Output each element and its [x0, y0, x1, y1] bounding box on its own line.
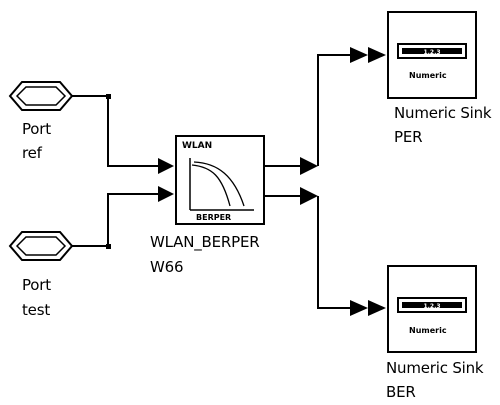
port-ref-symbol-inner — [15, 86, 67, 106]
wlan-block-name: WLAN_BERPER — [150, 233, 259, 252]
sink-per-instance: PER — [394, 128, 422, 146]
wlan-block-footer: BERPER — [196, 213, 231, 222]
wire-out-per-arrow-2 — [350, 47, 368, 63]
sink-ber-name: Numeric Sink — [386, 359, 484, 377]
wire-out-ber-arrow-2 — [350, 300, 368, 316]
wire-ref-path — [72, 95, 162, 167]
port-ref-label-line2: ref — [22, 144, 43, 162]
wire-out-per-arrow-3 — [368, 47, 386, 63]
wire-out-per-path — [317, 54, 356, 166]
sink-per-name: Numeric Sink — [394, 104, 492, 122]
port-test-symbol[interactable] — [8, 231, 74, 261]
wire-test-node — [106, 244, 111, 249]
sink-per-display-fill — [402, 48, 462, 54]
port-test-label-line1: Port — [22, 276, 51, 294]
sink-ber-display-value: 1.2.3 — [423, 303, 440, 310]
wire-out-ber-arrow-3 — [368, 300, 386, 316]
wlan-block-header: WLAN — [182, 141, 212, 151]
ber-curve-icon — [189, 158, 254, 211]
wire-out-ber — [264, 187, 386, 316]
wire-test-arrow — [158, 186, 174, 202]
sink-ber-type-label: Numeric — [409, 326, 447, 335]
wire-out-per — [264, 47, 386, 175]
wire-ref-arrow — [158, 158, 174, 174]
port-ref-label-line1: Port — [22, 120, 51, 138]
sink-ber-display-fill — [402, 302, 462, 308]
wire-ref-node — [106, 94, 111, 99]
wire-out-ber-path — [317, 196, 356, 309]
port-test-label-line2: test — [22, 301, 50, 319]
wlan-berper-block[interactable]: WLAN BERPER WLAN_BERPER W66 — [150, 135, 265, 276]
wire-test — [72, 186, 174, 249]
wire-out-per-arrow — [300, 157, 318, 175]
port-test[interactable]: Port test — [8, 231, 74, 319]
port-ref[interactable]: Port ref — [8, 81, 74, 162]
numeric-sink-ber[interactable]: 1.2.3 Numeric Numeric Sink BER — [386, 265, 484, 401]
wire-ref — [72, 94, 174, 174]
wlan-block-instance: W66 — [150, 258, 183, 276]
sink-per-type-label: Numeric — [409, 71, 447, 80]
port-test-symbol-inner — [15, 236, 67, 256]
port-ref-symbol[interactable] — [8, 81, 74, 111]
wire-out-ber-arrow — [300, 187, 318, 205]
wire-test-path — [72, 193, 162, 247]
numeric-sink-per[interactable]: 1.2.3 Numeric Numeric Sink PER — [387, 11, 492, 146]
sink-per-display-value: 1.2.3 — [423, 49, 440, 56]
sink-ber-instance: BER — [386, 383, 416, 401]
